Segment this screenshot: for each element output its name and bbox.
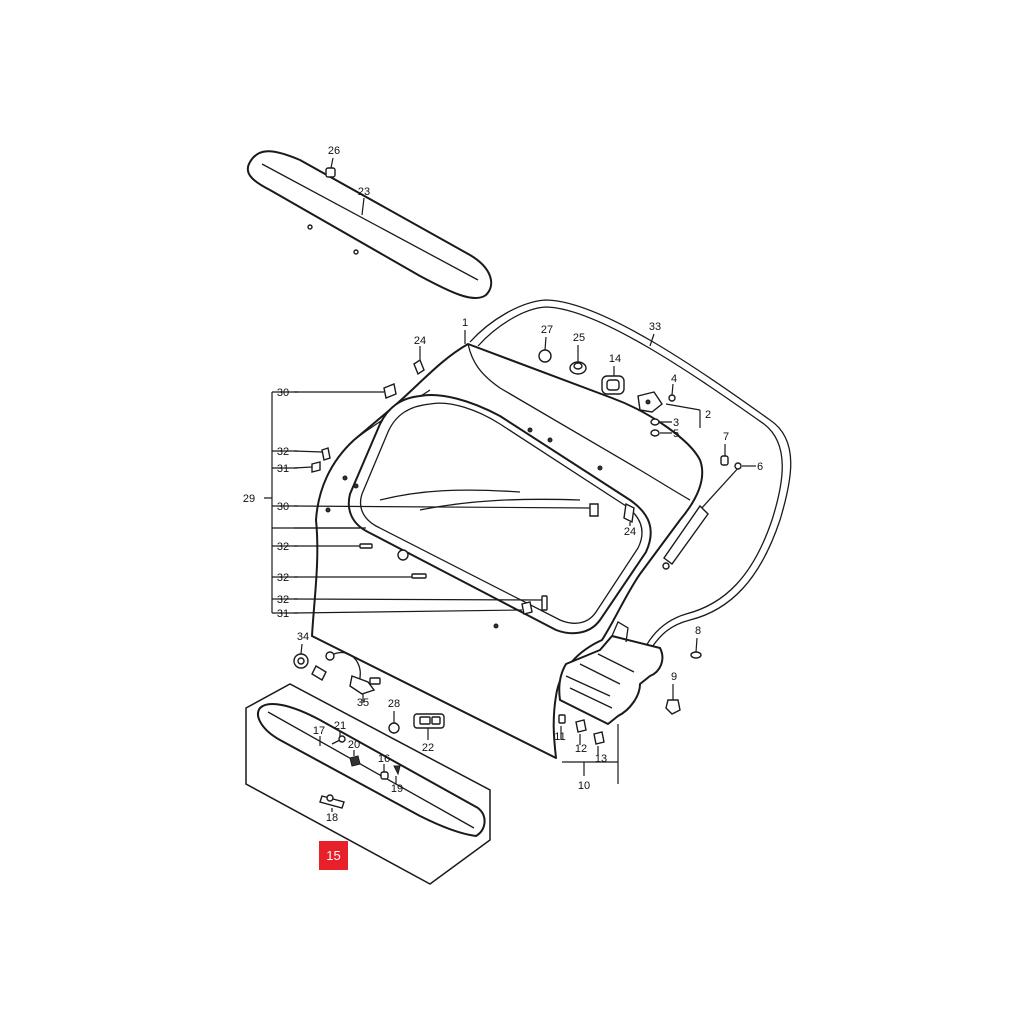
callout-32-c: 32 [277,572,289,584]
callout-32-a: 32 [277,446,289,458]
callout-29: 29 [243,493,255,505]
nut-20[interactable] [349,755,361,767]
callout-3: 3 [673,417,679,429]
callout-12: 12 [575,743,587,755]
clip-16[interactable] [380,771,389,780]
callout-5: 5 [673,428,679,440]
inner-trim-panel[interactable] [558,621,664,725]
switch-35[interactable] [349,675,381,695]
clip-19[interactable] [393,765,401,776]
washer-3[interactable] [650,418,660,426]
emblem-18[interactable] [319,794,345,809]
callout-13: 13 [595,753,607,765]
callout-24-upper: 24 [414,335,426,347]
callout-34: 34 [297,631,309,643]
callout-30-a: 30 [277,387,289,399]
callout-17: 17 [313,725,325,737]
callout-24-mid: 24 [624,526,636,538]
bumper-9[interactable] [665,699,681,715]
weatherstrip[interactable] [469,299,792,651]
gas-strut-6[interactable] [662,462,742,570]
callout-18: 18 [326,812,338,824]
spoiler-clip-26[interactable] [325,167,336,178]
callout-7: 7 [723,431,729,443]
callout-28: 28 [388,698,400,710]
callout-4: 4 [671,373,677,385]
callout-32-b: 32 [277,541,289,553]
clip-30-upper[interactable] [383,383,397,399]
cover-14[interactable] [601,375,625,395]
callout-15: 15 [326,848,340,863]
callout-30-b: 30 [277,501,289,513]
callout-11: 11 [554,731,565,743]
callout-20: 20 [348,739,360,751]
rear-spoiler-upper[interactable] [246,150,493,300]
clip-11[interactable] [558,714,566,724]
callout-33: 33 [649,321,661,333]
callout-26: 26 [328,145,340,157]
clip-24-upper[interactable] [413,358,425,376]
plug-25[interactable] [569,361,587,375]
callout-6: 6 [757,461,763,473]
nut-28[interactable] [388,722,400,734]
callout-21: 21 [334,720,346,732]
clip-12[interactable] [575,719,587,733]
callout-25: 25 [573,332,585,344]
back-door-garnish-17[interactable] [257,703,486,837]
callout-15-highlight[interactable]: 15 [319,841,348,870]
callout-31-a: 31 [277,463,289,475]
callout-10: 10 [578,780,590,792]
callout-labels: 1 2 3 4 5 6 7 8 9 10 11 12 13 14 16 17 1… [243,145,763,824]
clip-24-mid[interactable] [623,502,635,524]
callout-35: 35 [357,697,369,709]
grommet-8[interactable] [690,651,702,659]
hinge-2[interactable] [637,391,663,413]
clip-13[interactable] [593,731,605,745]
garnish-group-box [245,683,491,885]
callout-23: 23 [358,186,370,198]
callout-22: 22 [422,742,434,754]
callout-16: 16 [378,753,390,765]
bolt-4[interactable] [668,394,676,402]
clip-32-c[interactable] [411,573,427,579]
callout-1: 1 [462,317,468,329]
callout-19: 19 [391,783,403,795]
clip-32-a[interactable] [321,447,331,461]
nut-5[interactable] [650,429,660,437]
callout-32-d: 32 [277,594,289,606]
grommet-34[interactable] [293,653,309,669]
callout-8: 8 [695,625,701,637]
ball-stud-7[interactable] [720,455,729,466]
license-lamp-22[interactable] [413,713,445,729]
callout-31-b: 31 [277,608,289,620]
screw-21[interactable] [331,735,346,745]
callout-14: 14 [609,353,621,365]
callout-2: 2 [705,409,711,421]
clip-32-b[interactable] [359,543,373,549]
clip-32-d[interactable] [541,595,548,611]
callout-9: 9 [671,671,677,683]
callout-27: 27 [541,324,553,336]
clip-30-mid[interactable] [589,503,599,517]
clip-31-a[interactable] [311,461,321,473]
grommet-27[interactable] [538,349,552,363]
clip-31-b[interactable] [521,601,533,615]
